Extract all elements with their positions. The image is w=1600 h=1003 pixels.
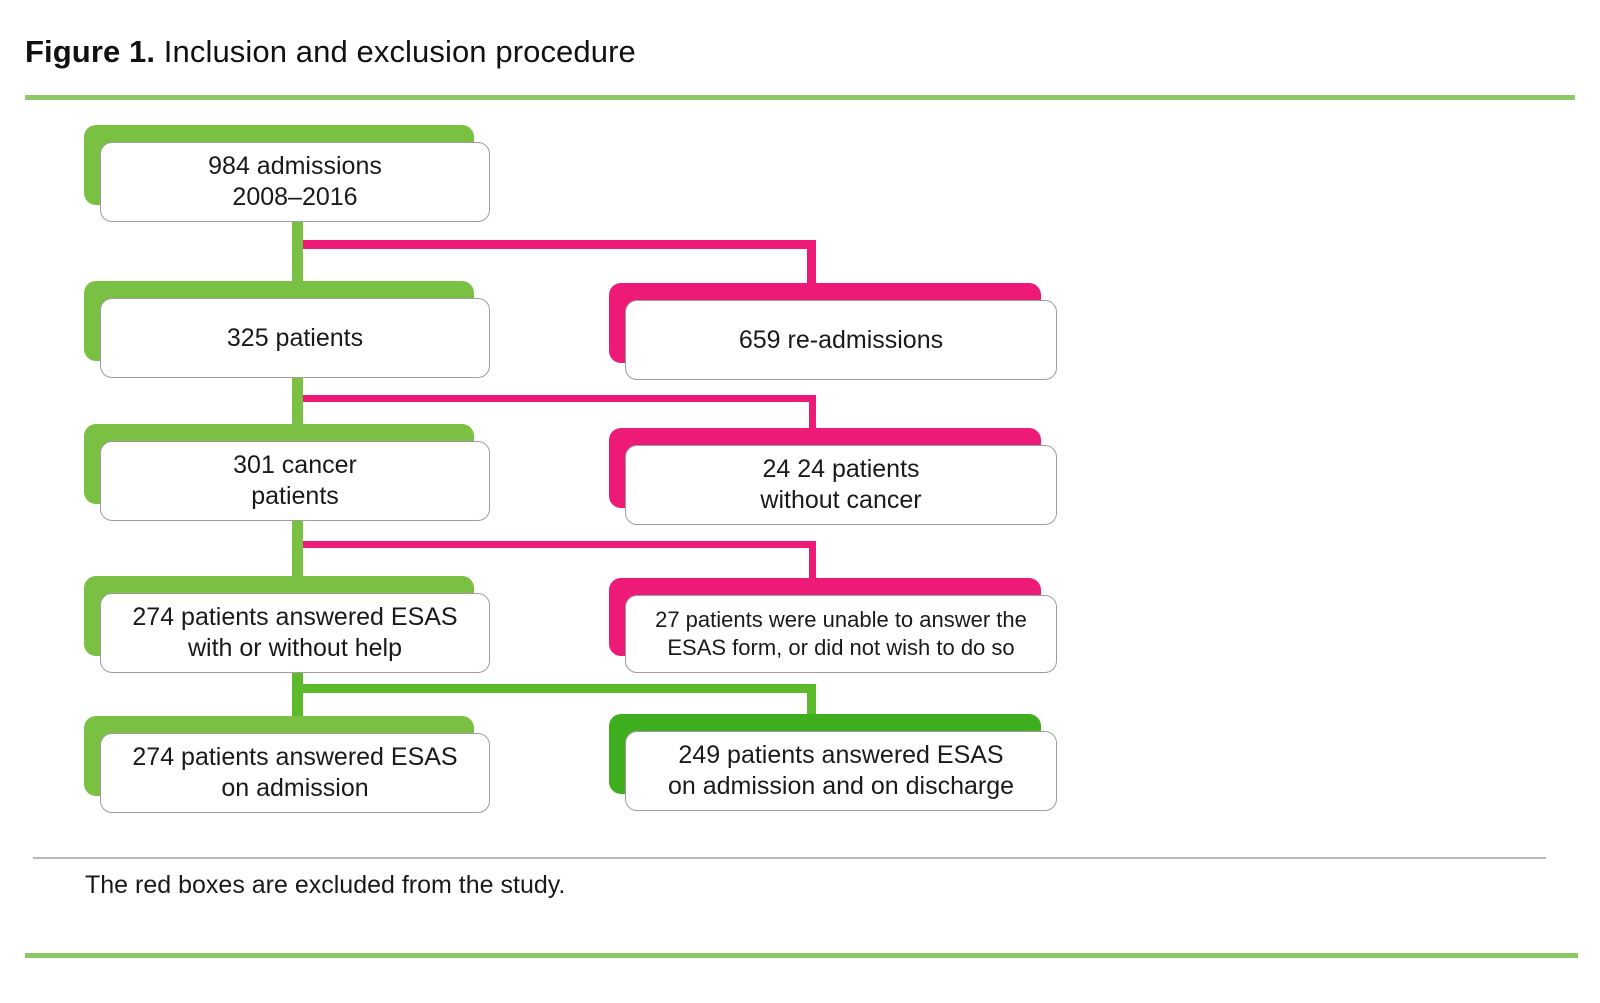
node-label: 301 cancer patients <box>233 451 357 510</box>
node-label: 27 patients were unable to answer the ES… <box>655 607 1027 660</box>
connector-n4-n5x-horizontal <box>303 684 816 693</box>
connector-n2-n3 <box>292 368 303 436</box>
node-label: 249 patients answered ESAS on admission … <box>667 741 1015 800</box>
node-label: 24 24 patients without cancer <box>760 455 922 514</box>
connector-n4-n5 <box>292 662 303 734</box>
node-label: 659 re-admissions <box>738 325 944 354</box>
node-card: 249 patients answered ESAS on admission … <box>625 731 1057 811</box>
figure-title: Figure 1. Inclusion and exclusion proced… <box>25 32 636 72</box>
connector-n4-n5x-vertical <box>807 684 816 728</box>
connector-n2-n3x-horizontal <box>303 395 816 402</box>
node-label: 325 patients <box>226 323 364 352</box>
footnote-divider <box>33 857 1546 859</box>
node-label: 984 admissions 2008–2016 <box>208 152 382 211</box>
node-card: 27 patients were unable to answer the ES… <box>625 595 1057 673</box>
node-card: 274 patients answered ESAS with or witho… <box>100 593 490 673</box>
figure-caption: Inclusion and exclusion procedure <box>155 34 636 69</box>
connector-n3-n4 <box>292 512 303 590</box>
node-659-readmissions[interactable]: 659 re-admissions <box>609 283 1057 380</box>
top-green-rule <box>25 95 1575 100</box>
node-card: 274 patients answered ESAS on admission <box>100 733 490 813</box>
node-label: 274 patients answered ESAS with or witho… <box>132 603 458 662</box>
figure-footnote: The red boxes are excluded from the stud… <box>85 871 566 899</box>
node-card: 301 cancer patients <box>100 441 490 521</box>
node-274-answered-esas-with-help[interactable]: 274 patients answered ESAS with or witho… <box>84 576 490 673</box>
figure-number: Figure 1. <box>25 34 156 69</box>
node-274-answered-esas-admission[interactable]: 274 patients answered ESAS on admission <box>84 716 490 813</box>
node-card: 984 admissions 2008–2016 <box>100 142 490 222</box>
node-301-cancer-patients[interactable]: 301 cancer patients <box>84 424 490 521</box>
node-325-patients[interactable]: 325 patients <box>84 281 490 378</box>
node-249-answered-esas-admission-discharge[interactable]: 249 patients answered ESAS on admission … <box>609 714 1057 811</box>
connector-n3-n4x-vertical <box>809 541 816 585</box>
connector-n1-n2x-horizontal <box>303 240 816 249</box>
connector-n1-n2x-vertical <box>807 240 816 285</box>
node-984-admissions[interactable]: 984 admissions 2008–2016 <box>84 125 490 222</box>
connector-n1-n2 <box>292 214 303 292</box>
node-24-patients-without-cancer[interactable]: 24 24 patients without cancer <box>609 428 1057 525</box>
bottom-green-rule <box>25 953 1578 958</box>
connector-n2-n3x-vertical <box>809 395 816 432</box>
node-card: 325 patients <box>100 298 490 378</box>
node-label: 274 patients answered ESAS on admission <box>132 743 458 802</box>
node-card: 659 re-admissions <box>625 300 1057 380</box>
node-card: 24 24 patients without cancer <box>625 445 1057 525</box>
connector-n3-n4x-horizontal <box>303 541 816 548</box>
node-27-patients-unable[interactable]: 27 patients were unable to answer the ES… <box>609 578 1057 673</box>
